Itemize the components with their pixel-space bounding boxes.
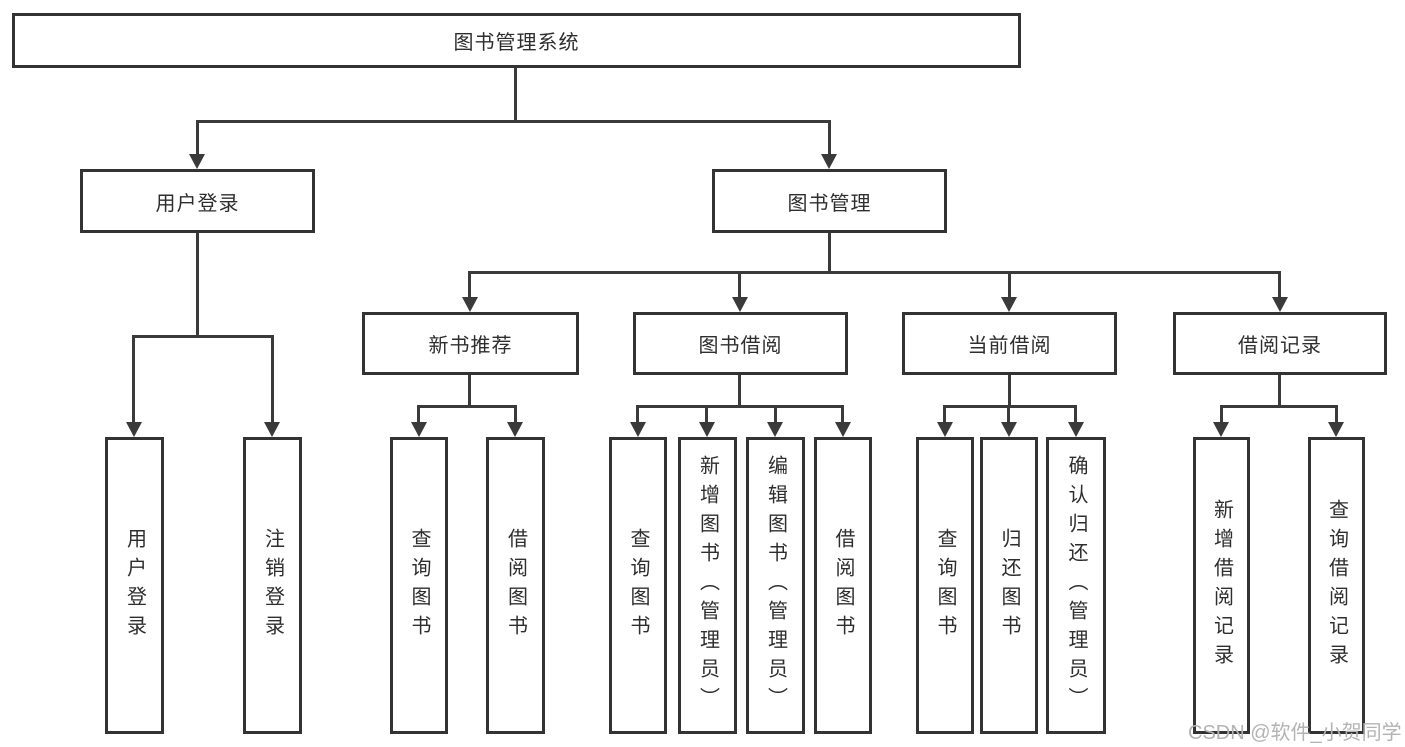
connector-borrowing-records-stem — [1278, 375, 1281, 405]
arrowhead-add-book-admin — [699, 422, 715, 437]
connector-drop-add-borrow-record — [1220, 405, 1223, 423]
arrowhead-book-borrowing — [732, 297, 748, 312]
connector-level2-bar — [468, 271, 1281, 274]
leaf-query-borrow-record-label: 查询借阅记录 — [1325, 498, 1348, 673]
arrowhead-current-borrowing — [1001, 297, 1017, 312]
leaf-add-borrow-record-label: 新增借阅记录 — [1210, 498, 1233, 673]
node-root-label: 图书管理系统 — [453, 32, 580, 54]
connector-drop-borrow-book-rec — [514, 405, 517, 423]
node-book-borrowing: 图书借阅 — [633, 312, 848, 375]
node-book-management: 图书管理 — [712, 169, 947, 233]
connector-drop-leaf-logout — [271, 335, 274, 423]
node-current-borrowing: 当前借阅 — [902, 312, 1117, 375]
leaf-add-book-admin: 新增图书（管理员） — [678, 437, 737, 734]
arrowhead-borrow-book-rec — [507, 422, 523, 437]
leaf-user-login: 用户登录 — [105, 437, 164, 734]
leaf-logout: 注销登录 — [243, 437, 302, 734]
node-borrowing-records-label: 借阅记录 — [1238, 335, 1322, 357]
connector-drop-leaf-user-login — [132, 335, 135, 423]
connector-current-borrowing-bar — [943, 405, 1077, 408]
leaf-borrow-book-rec: 借阅图书 — [486, 437, 545, 734]
leaf-add-book-admin-label: 新增图书（管理员） — [696, 455, 719, 716]
node-current-borrowing-label: 当前借阅 — [967, 335, 1052, 357]
arrowhead-query-borrow-record — [1328, 422, 1344, 437]
arrowhead-book-management — [821, 154, 837, 169]
leaf-borrow-book-rec-label: 借阅图书 — [504, 527, 527, 644]
arrowhead-borrow-book-borrow — [835, 422, 851, 437]
leaf-return-book-label: 归还图书 — [998, 527, 1020, 644]
leaf-query-book-rec-label: 查询图书 — [408, 527, 430, 644]
leaf-query-book-borrow-label: 查询图书 — [627, 527, 649, 644]
arrowhead-query-book-current — [937, 422, 953, 437]
node-book-management-label: 图书管理 — [787, 192, 872, 215]
connector-drop-query-book-rec — [417, 405, 420, 423]
arrowhead-new-book-recommend — [462, 297, 478, 312]
leaf-edit-book-admin-label: 编辑图书（管理员） — [764, 455, 787, 716]
connector-borrowing-records-bar — [1220, 405, 1338, 408]
arrowhead-borrowing-records — [1272, 297, 1288, 312]
arrowhead-edit-book-admin — [767, 422, 783, 437]
connector-drop-confirm-return-admin — [1074, 405, 1077, 423]
leaf-query-book-current-label: 查询图书 — [934, 527, 956, 644]
connector-user-login-bar — [132, 335, 274, 338]
leaf-borrow-book-borrow: 借阅图书 — [814, 437, 872, 734]
leaf-borrow-book-borrow-label: 借阅图书 — [832, 527, 854, 644]
arrowhead-confirm-return-admin — [1068, 422, 1084, 437]
arrowhead-add-borrow-record — [1213, 422, 1229, 437]
arrowhead-user-login — [189, 154, 205, 169]
node-user-login: 用户登录 — [80, 169, 315, 233]
leaf-confirm-return-admin: 确认归还（管理员） — [1046, 437, 1106, 734]
connector-drop-add-book-admin — [705, 405, 708, 423]
leaf-logout-label: 注销登录 — [261, 527, 284, 644]
connector-drop-book-borrowing — [738, 271, 741, 298]
connector-drop-query-book-borrow — [636, 405, 639, 423]
connector-drop-borrowing-records — [1278, 271, 1281, 298]
connector-drop-book-management — [828, 120, 831, 156]
connector-book-management-stem — [828, 233, 831, 271]
connector-drop-current-borrowing — [1008, 271, 1011, 298]
leaf-user-login-label: 用户登录 — [123, 527, 146, 644]
node-borrowing-records: 借阅记录 — [1173, 312, 1387, 375]
node-new-book-recommend: 新书推荐 — [362, 312, 579, 375]
node-new-book-recommend-label: 新书推荐 — [428, 335, 513, 357]
connector-drop-query-borrow-record — [1335, 405, 1338, 423]
connector-new-book-recommend-bar — [417, 405, 517, 408]
connector-level1-bar — [196, 120, 831, 123]
leaf-query-book-rec: 查询图书 — [390, 437, 448, 734]
node-user-login-label: 用户登录 — [155, 192, 240, 215]
node-book-borrowing-label: 图书借阅 — [698, 335, 783, 357]
leaf-query-book-current: 查询图书 — [916, 437, 974, 734]
connector-user-login-stem — [196, 233, 199, 335]
leaf-edit-book-admin: 编辑图书（管理员） — [746, 437, 805, 734]
leaf-add-borrow-record: 新增借阅记录 — [1193, 437, 1250, 734]
connector-drop-edit-book-admin — [774, 405, 777, 423]
connector-drop-query-book-current — [943, 405, 946, 423]
arrowhead-leaf-logout — [264, 422, 280, 437]
leaf-confirm-return-admin-label: 确认归还（管理员） — [1065, 455, 1087, 716]
connector-drop-borrow-book-borrow — [841, 405, 844, 423]
leaf-query-borrow-record: 查询借阅记录 — [1308, 437, 1365, 734]
arrowhead-leaf-user-login — [126, 422, 142, 437]
connector-drop-new-book-recommend — [468, 271, 471, 298]
connector-new-book-recommend-stem — [468, 375, 471, 405]
connector-drop-return-book — [1007, 405, 1010, 423]
csdn-watermark: CSDN @软件_小贺同学 — [1188, 722, 1402, 744]
arrowhead-return-book — [1001, 422, 1017, 437]
arrowhead-query-book-rec — [411, 422, 427, 437]
leaf-query-book-borrow: 查询图书 — [609, 437, 667, 734]
node-root: 图书管理系统 — [12, 13, 1021, 68]
connector-drop-user-login — [196, 120, 199, 156]
arrowhead-query-book-borrow — [630, 422, 646, 437]
connector-root-stem — [514, 68, 517, 120]
connector-current-borrowing-stem — [1008, 375, 1011, 405]
connector-book-borrowing-bar — [636, 405, 844, 408]
leaf-return-book: 归还图书 — [980, 437, 1038, 734]
connector-book-borrowing-stem — [738, 375, 741, 405]
